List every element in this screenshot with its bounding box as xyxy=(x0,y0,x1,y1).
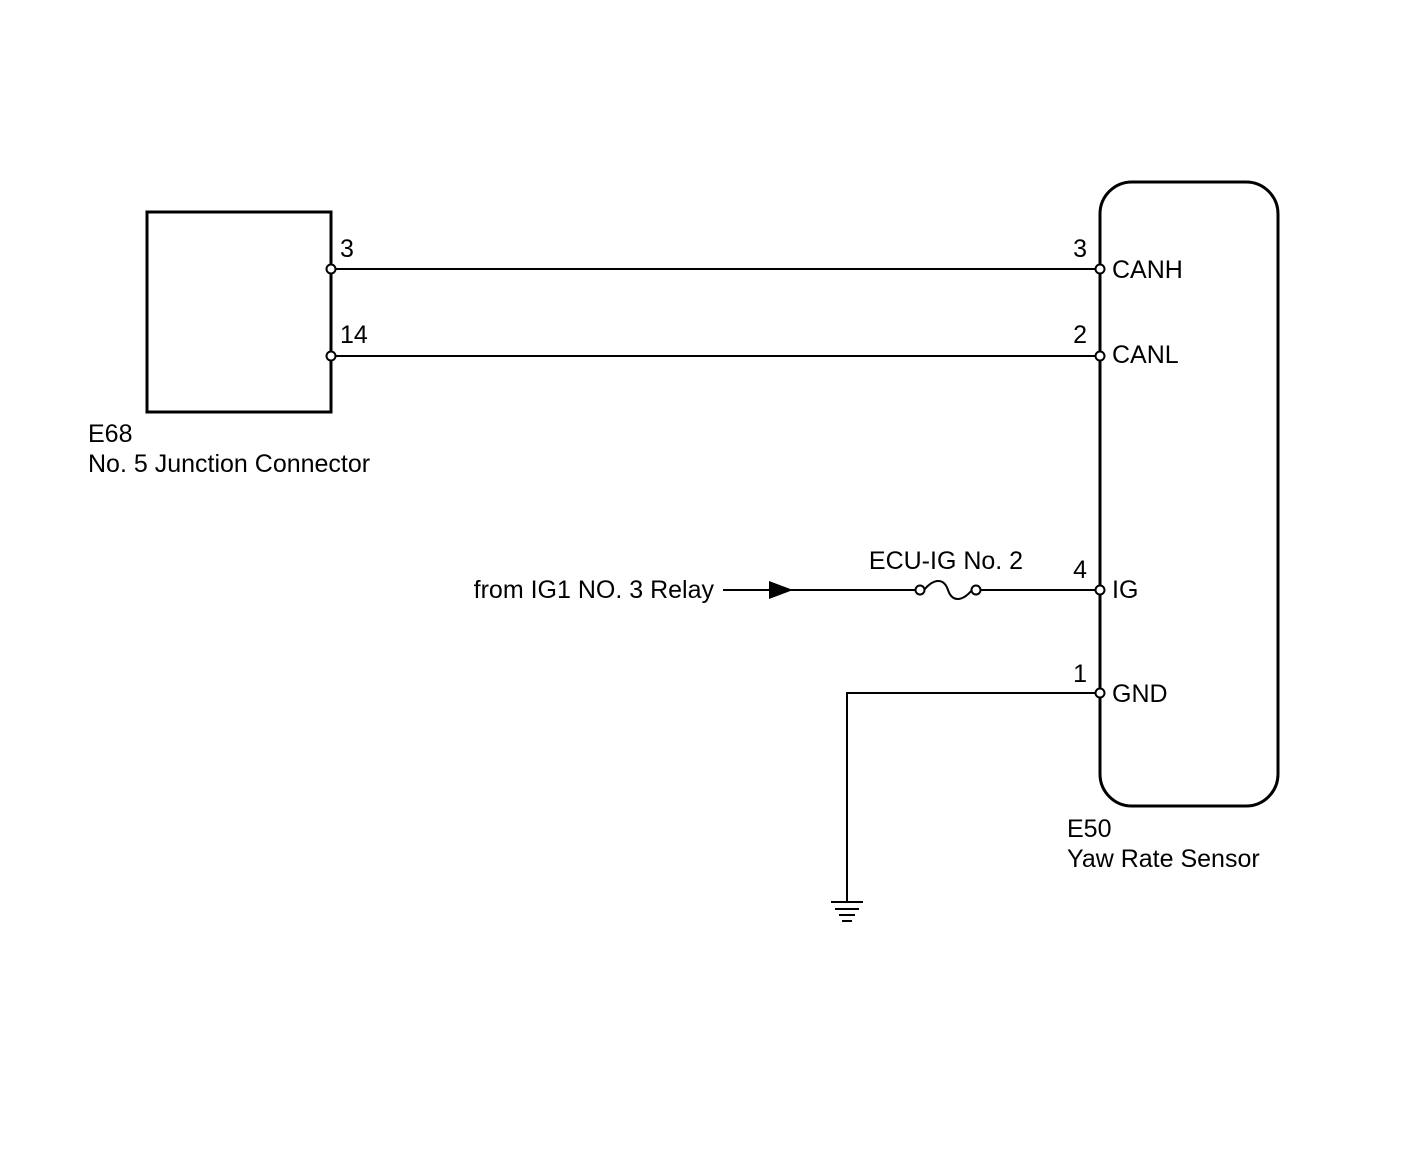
e50-pin-3-terminal xyxy=(1094,263,1106,275)
junction-connector-box xyxy=(145,210,333,414)
e68-pin-14-label: 14 xyxy=(340,321,368,349)
junction-connector-name: No. 5 Junction Connector xyxy=(88,450,370,478)
e68-pin-3-label: 3 xyxy=(340,235,354,263)
e50-pin-2-number: 2 xyxy=(1073,321,1087,349)
ground-icon xyxy=(831,901,863,922)
e50-pin-1-terminal xyxy=(1094,687,1106,699)
junction-connector-code: E68 xyxy=(88,420,132,448)
e68-pin-3-terminal xyxy=(325,263,337,275)
power-source-label: from IG1 NO. 3 Relay xyxy=(474,576,715,604)
e50-pin-2-terminal xyxy=(1094,350,1106,362)
e50-pin-1-number: 1 xyxy=(1073,660,1087,688)
fuse-terminal-left xyxy=(914,584,926,596)
yaw-rate-sensor-name: Yaw Rate Sensor xyxy=(1067,845,1260,873)
e50-pin-gnd-signal: GND xyxy=(1112,680,1168,708)
arrow-icon xyxy=(769,581,793,599)
yaw-rate-sensor-box xyxy=(1098,180,1280,808)
e68-pin-14-terminal xyxy=(325,350,337,362)
e50-pin-canh-signal: CANH xyxy=(1112,256,1183,284)
yaw-rate-sensor-code: E50 xyxy=(1067,815,1111,843)
fuse-icon xyxy=(923,580,973,600)
e50-pin-4-number: 4 xyxy=(1073,556,1087,584)
fuse-label: ECU-IG No. 2 xyxy=(869,547,1023,575)
e50-pin-4-terminal xyxy=(1094,584,1106,596)
e50-pin-canl-signal: CANL xyxy=(1112,341,1179,369)
gnd-wire xyxy=(846,692,1100,902)
fuse-terminal-right xyxy=(970,584,982,596)
e50-pin-ig-signal: IG xyxy=(1112,576,1138,604)
e50-pin-3-number: 3 xyxy=(1073,235,1087,263)
